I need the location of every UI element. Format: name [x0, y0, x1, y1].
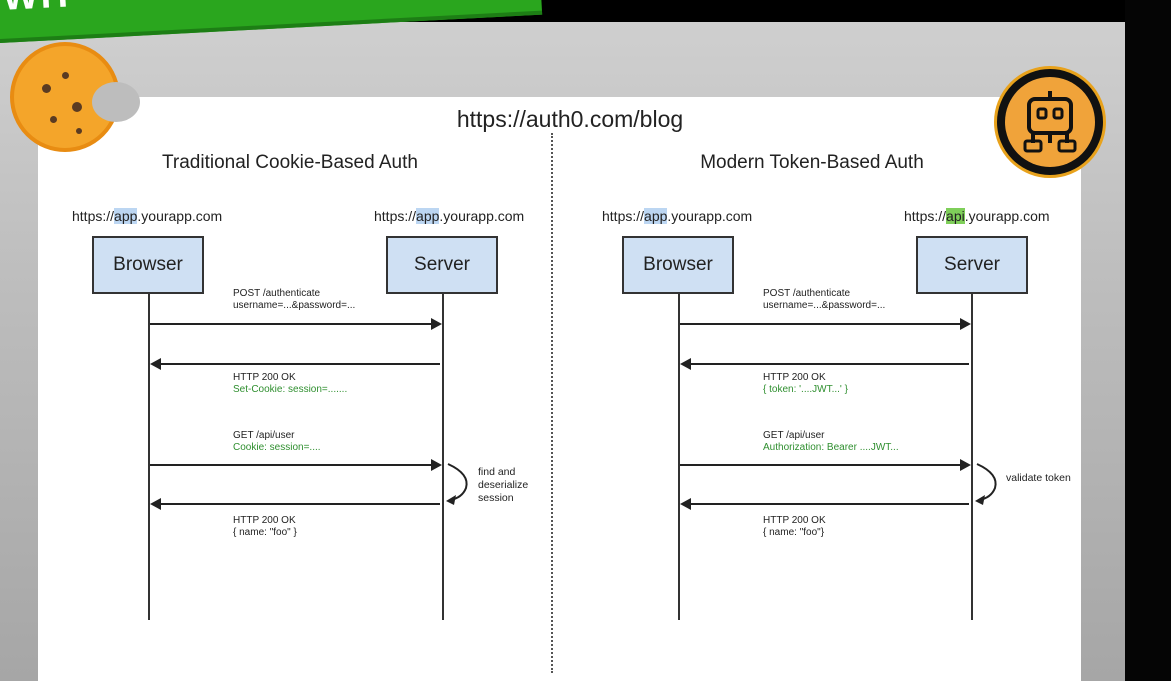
cookie-chip: [72, 102, 82, 112]
left-title: Traditional Cookie-Based Auth: [162, 152, 418, 173]
left-server-host: https://app.yourapp.com: [374, 208, 525, 224]
right-server-box: Server: [916, 236, 1028, 294]
cookie-bite: [92, 82, 140, 122]
right-server-host: https://api.yourapp.com: [904, 208, 1050, 224]
left-msg4: HTTP 200 OK{ name: "foo" }: [233, 515, 297, 538]
divider: [551, 133, 553, 673]
right-arrow4: [680, 498, 969, 510]
banner-text: WH: [1, 0, 70, 20]
right-edge: [1125, 0, 1171, 681]
cookie-icon: [10, 42, 140, 152]
right-browser-lifeline: [678, 294, 680, 620]
robot-icon: [994, 66, 1106, 178]
left-browser-lifeline: [148, 294, 150, 620]
left-server-box: Server: [386, 236, 498, 294]
right-msg2: HTTP 200 OK{ token: '....JWT...' }: [763, 372, 848, 395]
left-arrow4: [150, 498, 440, 510]
left-client-host: https://app.yourapp.com: [72, 208, 223, 224]
right-browser-box: Browser: [622, 236, 734, 294]
right-arrow2: [680, 358, 969, 370]
source-url: https://auth0.com/blog: [456, 106, 684, 132]
robot-glyph: [1023, 91, 1077, 153]
cookie-chip: [76, 128, 82, 134]
cookie-chip: [50, 116, 57, 123]
cookie-chip: [62, 72, 69, 79]
cookie-chip: [42, 84, 51, 93]
left-arrow1: [150, 318, 442, 330]
right-msg4: HTTP 200 OK{ name: "foo"}: [763, 515, 826, 538]
robot-badge-inner: [1005, 77, 1095, 167]
left-arrow2: [150, 358, 440, 370]
right-arrow1: [680, 318, 971, 330]
left-arrow3: [150, 459, 442, 471]
right-client-host: https://app.yourapp.com: [602, 208, 753, 224]
right-arrow3: [680, 459, 971, 471]
right-title: Modern Token-Based Auth: [700, 152, 924, 173]
right-self-loop: [975, 463, 997, 505]
left-self-loop: [446, 463, 468, 505]
right-server-lifeline: [971, 294, 973, 620]
right-note: validate token: [1006, 472, 1071, 484]
left-browser-box: Browser: [92, 236, 204, 294]
left-server-lifeline: [442, 294, 444, 620]
diagram-panel: [38, 97, 1081, 681]
